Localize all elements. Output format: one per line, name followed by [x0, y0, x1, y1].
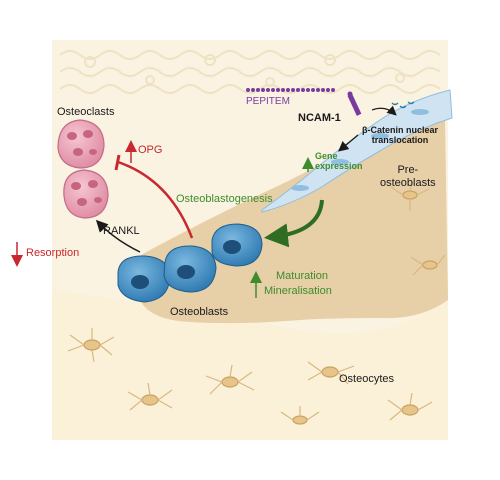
pre-osteoblast-nuclei: [291, 109, 429, 191]
osteoblast: [211, 223, 263, 267]
osteoclasts-label: Osteoclasts: [57, 106, 115, 118]
osteocyte: [67, 328, 115, 363]
osteocyte: [410, 254, 446, 276]
trabecular-bone-texture: [59, 50, 441, 94]
osteocytes-label: Osteocytes: [339, 373, 395, 385]
maturation-label: Maturation: [276, 270, 328, 282]
beta-catenin-line-1: β-Catenin nuclear: [362, 125, 439, 135]
pepitem-label: PEPITEM: [246, 96, 290, 107]
ncam-signal-arrow: [371, 105, 397, 116]
ncam1-label: NCAM-1: [298, 112, 341, 124]
gene-expression-line-1: Gene: [315, 151, 338, 161]
ncam1-receptor-icon: [347, 91, 362, 116]
osteoblast: [117, 255, 171, 303]
mineralisation-label: Mineralisation: [264, 285, 332, 297]
osteoclast: [63, 169, 109, 219]
opg-inhibition-line: [117, 160, 194, 239]
opg-inhibition-bar: [114, 154, 121, 171]
osteocyte: [127, 382, 173, 411]
beta-catenin-arrow: [338, 134, 359, 152]
rankl-label: RANKL: [103, 225, 140, 237]
osteocyte: [280, 406, 320, 425]
gene-expression-line-2: expression: [315, 161, 363, 172]
pepitem-peptide-icon: [246, 88, 335, 92]
rankl-arrow: [95, 219, 141, 253]
osteocytes: [67, 180, 446, 425]
pre-osteoblasts-line-1: Pre-: [397, 164, 419, 176]
gene-expression-label: Gene expression: [315, 151, 363, 172]
signal-icon: [391, 101, 415, 109]
beta-catenin-label: β-Catenin nuclear translocation: [362, 125, 438, 146]
osteocyte: [390, 180, 430, 211]
beta-catenin-line-2: translocation: [371, 135, 429, 146]
resorption-label: Resorption: [26, 247, 80, 259]
pre-osteoblasts-label: Pre- osteoblasts: [380, 164, 436, 189]
osteoblastogenesis-label: Osteoblastogenesis: [176, 193, 273, 205]
opg-label: OPG: [138, 144, 163, 156]
pre-osteoblast-layer: [261, 89, 453, 213]
osteocyte: [387, 392, 433, 421]
osteoblast-cells: [117, 223, 263, 303]
osteoclast-cells: [57, 119, 109, 219]
osteoblasts-label: Osteoblasts: [170, 306, 229, 318]
osteoclast: [57, 119, 105, 169]
osteoblastogenesis-arrow: [264, 199, 324, 248]
osteoblast: [163, 245, 217, 293]
pre-osteoblasts-line-2: osteoblasts: [380, 176, 436, 189]
osteocyte: [205, 364, 255, 395]
osteocyte: [307, 361, 355, 385]
